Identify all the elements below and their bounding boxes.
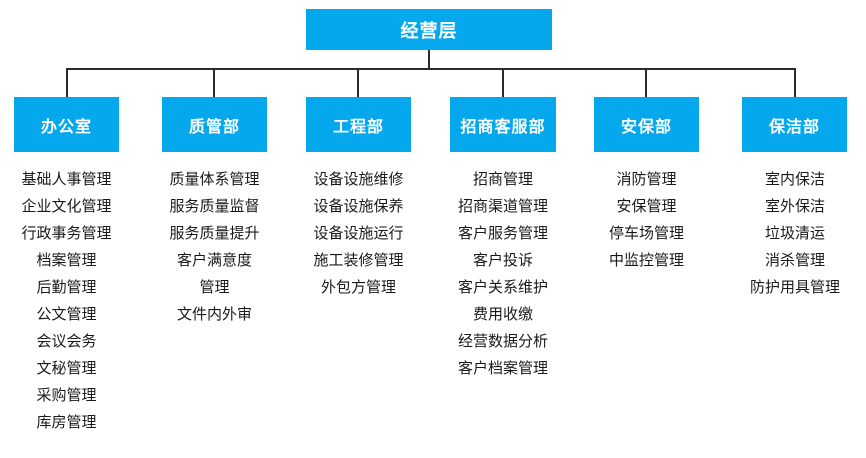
department-item: 服务质量监督 <box>169 197 260 215</box>
department-item: 垃圾清运 <box>764 224 825 242</box>
org-node-department-3-label: 工程部 <box>332 116 384 136</box>
connector-drop-1 <box>66 68 68 98</box>
org-node-department-1-label: 办公室 <box>40 116 92 136</box>
department-item: 公文管理 <box>36 305 97 323</box>
department-item: 设备设施运行 <box>313 224 404 242</box>
department-item: 库房管理 <box>36 413 97 431</box>
department-item: 文件内外审 <box>176 305 252 323</box>
department-item: 档案管理 <box>36 251 97 269</box>
department-item: 行政事务管理 <box>21 224 112 242</box>
department-item: 采购管理 <box>36 386 97 404</box>
connector-drop-6 <box>794 68 796 98</box>
department-item: 管理 <box>199 278 230 296</box>
department-item: 防护用具管理 <box>749 278 840 296</box>
department-item: 消杀管理 <box>764 251 825 269</box>
department-6-item-list: 室内保洁室外保洁垃圾清运消杀管理防护用具管理 <box>742 166 848 301</box>
connector-drop-3 <box>357 68 359 98</box>
department-item: 质量体系管理 <box>169 170 260 188</box>
org-node-department-2[interactable]: 质管部 <box>162 97 267 152</box>
department-item: 会议会务 <box>36 332 97 350</box>
org-node-department-6-label: 保洁部 <box>768 116 820 136</box>
department-item: 客户投诉 <box>472 251 533 269</box>
department-item: 室内保洁 <box>764 170 825 188</box>
department-item: 停车场管理 <box>608 224 684 242</box>
department-item: 中监控管理 <box>608 251 684 269</box>
org-node-department-5-label: 安保部 <box>620 116 672 136</box>
org-node-root[interactable]: 经营层 <box>306 9 552 50</box>
connector-drop-4 <box>502 68 504 98</box>
department-item: 服务质量提升 <box>169 224 260 242</box>
department-5-item-list: 消防管理安保管理停车场管理中监控管理 <box>594 166 699 274</box>
department-item: 费用收缴 <box>472 305 533 323</box>
org-node-department-5[interactable]: 安保部 <box>594 97 699 152</box>
department-3-item-list: 设备设施维修设备设施保养设备设施运行施工装修管理外包方管理 <box>306 166 411 301</box>
department-item: 企业文化管理 <box>21 197 112 215</box>
department-item: 客户满意度 <box>176 251 252 269</box>
department-item: 室外保洁 <box>764 197 825 215</box>
department-item: 经营数据分析 <box>457 332 548 350</box>
department-item: 招商渠道管理 <box>457 197 548 215</box>
department-1-item-list: 基础人事管理企业文化管理行政事务管理档案管理后勤管理公文管理会议会务文秘管理采购… <box>14 166 119 436</box>
department-2-item-list: 质量体系管理服务质量监督服务质量提升客户满意度管理文件内外审 <box>162 166 267 328</box>
department-4-item-list: 招商管理招商渠道管理客户服务管理客户投诉客户关系维护费用收缴经营数据分析客户档案… <box>450 166 556 382</box>
department-item: 安保管理 <box>616 197 677 215</box>
department-item: 设备设施维修 <box>313 170 404 188</box>
connector-drop-2 <box>213 68 215 98</box>
department-item: 后勤管理 <box>36 278 97 296</box>
connector-root-stem <box>428 50 430 69</box>
org-node-department-1[interactable]: 办公室 <box>14 97 119 152</box>
department-item: 文秘管理 <box>36 359 97 377</box>
department-item: 客户档案管理 <box>457 359 548 377</box>
org-node-root-label: 经营层 <box>400 20 458 42</box>
department-item: 消防管理 <box>616 170 677 188</box>
department-item: 客户服务管理 <box>457 224 548 242</box>
org-node-department-6[interactable]: 保洁部 <box>742 97 847 152</box>
department-item: 外包方管理 <box>320 278 396 296</box>
org-node-department-3[interactable]: 工程部 <box>306 97 411 152</box>
department-item: 施工装修管理 <box>313 251 404 269</box>
org-node-department-2-label: 质管部 <box>188 116 240 136</box>
connector-drop-5 <box>645 68 647 98</box>
org-node-department-4-label: 招商客服部 <box>460 116 546 136</box>
connector-horizontal-bus <box>66 68 795 70</box>
department-item: 招商管理 <box>472 170 533 188</box>
department-item: 基础人事管理 <box>21 170 112 188</box>
department-item: 设备设施保养 <box>313 197 404 215</box>
org-node-department-4[interactable]: 招商客服部 <box>450 97 556 152</box>
department-item: 客户关系维护 <box>457 278 548 296</box>
